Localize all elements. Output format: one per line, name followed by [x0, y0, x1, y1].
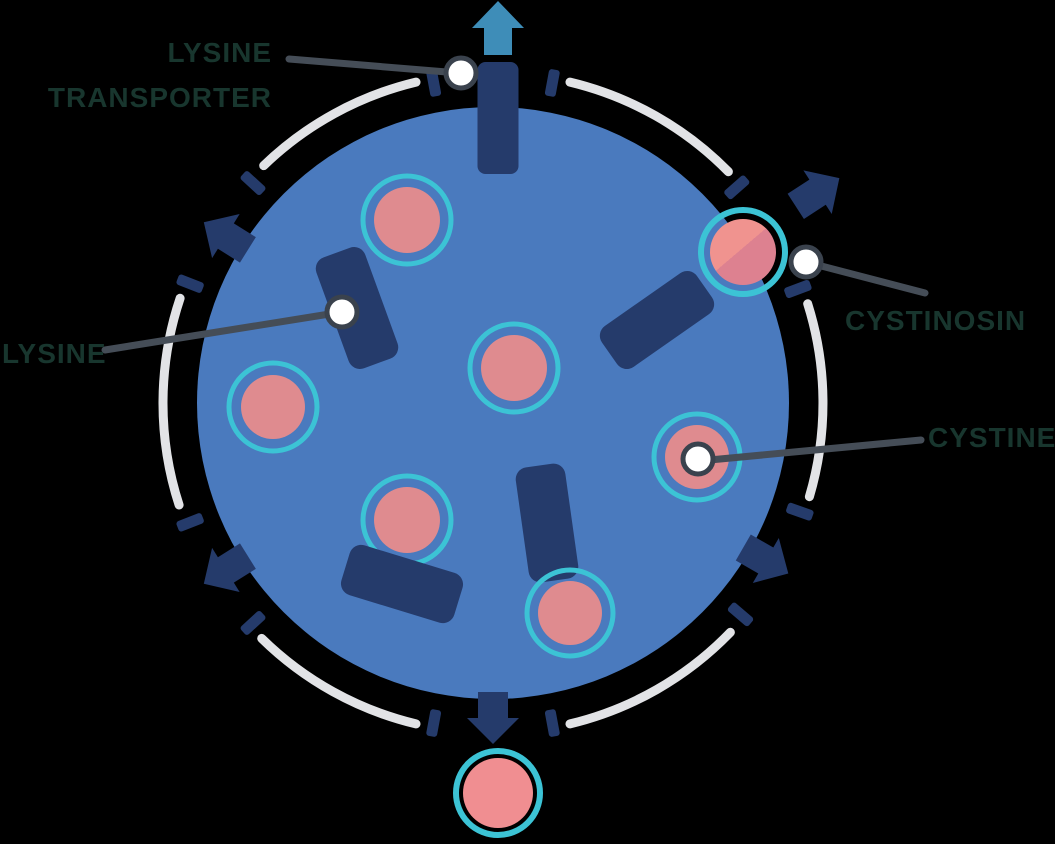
cystine-body: [374, 487, 440, 553]
membrane-arc: [565, 627, 735, 729]
callout-line-lysine-transporter: [285, 55, 463, 77]
export-arrow-icon: [203, 543, 256, 592]
callout-dot-lysine: [324, 294, 360, 330]
up-arrow-icon: [472, 1, 524, 55]
label-lysine-transporter-line1: LYSINE: [167, 37, 272, 68]
callout-dot-cystine: [680, 441, 716, 477]
membrane-arc: [803, 299, 828, 502]
cystine-vesicle-exported: [453, 748, 543, 838]
membrane-dash: [176, 274, 204, 293]
label-lysine: LYSINE: [2, 338, 107, 369]
cystine-vesicle: [524, 567, 616, 659]
cystine-body: [241, 375, 305, 439]
lysine-molecule: [340, 544, 464, 624]
cystine-body: [463, 758, 533, 828]
cystine-vesicle: [360, 173, 454, 267]
membrane-arc: [259, 77, 421, 171]
callout-dot-cystinosin: [788, 244, 824, 280]
label-cystinosin: CYSTINOSIN: [845, 305, 1026, 336]
membrane-dash: [544, 69, 560, 97]
membrane-dash: [784, 279, 812, 299]
export-arrow-icon: [787, 170, 840, 219]
transporter-channel: [477, 62, 519, 174]
membrane-dash: [727, 602, 754, 627]
membrane-dash: [240, 171, 266, 196]
callout-line-cystine: [695, 436, 925, 465]
membrane-dash: [426, 69, 442, 97]
callout-line-group: [101, 55, 929, 465]
cystine-body: [538, 581, 602, 645]
export-arrow-icon: [467, 692, 519, 744]
label-cystine: CYSTINE: [928, 422, 1055, 453]
membrane-arc: [257, 633, 421, 729]
membrane-arc: [158, 293, 185, 510]
label-lysine-transporter-line2: TRANSPORTER: [48, 82, 272, 113]
callout-line-cystinosin: [802, 258, 929, 297]
vesicle-ring: [226, 360, 320, 454]
vesicle-ring: [360, 173, 454, 267]
lysine-molecule: [599, 270, 715, 370]
callout-dot-group: [324, 55, 824, 477]
cystine-vesicle: [226, 360, 320, 454]
vesicle-ring: [467, 321, 561, 415]
cystine-vesicle: [467, 321, 561, 415]
cystine-body: [710, 219, 776, 285]
export-arrow-icon: [735, 534, 789, 584]
membrane-dash: [426, 709, 442, 737]
callout-dot-lysine-transporter: [443, 55, 479, 91]
callout-line-lysine: [101, 308, 346, 354]
membrane-dash: [724, 175, 750, 200]
membrane-arc: [565, 77, 733, 177]
vesicle-ring: [453, 748, 543, 838]
cystine-vesicle-exiting: [698, 207, 788, 297]
lysine-molecule: [515, 463, 579, 583]
membrane-dash: [786, 502, 814, 521]
vesicle-ring: [524, 567, 616, 659]
export-arrow-icon: [203, 214, 256, 263]
membrane-dash-group: [176, 69, 814, 737]
membrane-dash: [176, 513, 204, 532]
cystine-body: [374, 187, 440, 253]
cystine-body: [481, 335, 547, 401]
membrane-dash: [240, 610, 266, 635]
membrane-arc-group: [158, 77, 828, 729]
vesicle-ring: [698, 207, 788, 297]
membrane-dash: [544, 709, 560, 737]
